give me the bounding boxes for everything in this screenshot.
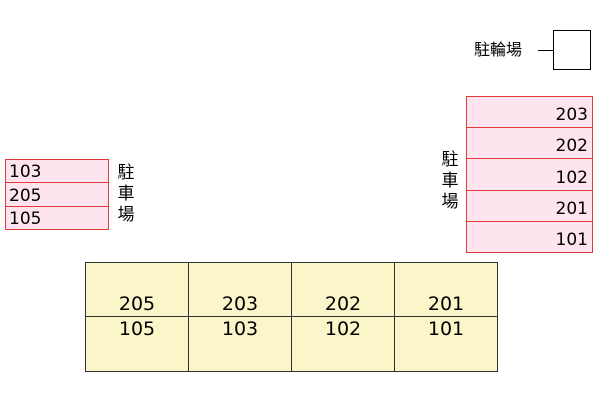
bicycle-parking-area <box>553 30 591 70</box>
unit-lower-floor: 103 <box>221 318 259 340</box>
label-char: 場 <box>441 192 459 212</box>
unit-lower-floor: 105 <box>118 318 156 340</box>
parking-slot: 101 <box>467 220 592 252</box>
parking-slot: 205 <box>6 182 108 205</box>
label-char: 駐 <box>117 163 135 183</box>
unit-upper-floor: 202 <box>292 263 394 317</box>
unit-upper-floor: 205 <box>86 263 188 317</box>
label-char: 車 <box>117 184 135 204</box>
label-char: 場 <box>117 205 135 225</box>
right-parking-slots: 203 202 102 201 101 <box>466 96 593 253</box>
parking-slot: 203 <box>555 105 588 126</box>
parking-slot: 201 <box>467 189 592 221</box>
building-unit-column: 202 102 <box>291 263 394 371</box>
bicycle-parking-leader-line <box>538 50 554 51</box>
parking-slot: 202 <box>467 127 592 158</box>
parking-slot: 102 <box>467 158 592 189</box>
building-unit-column: 201 101 <box>394 263 497 371</box>
left-parking-slots: 103 205 105 <box>5 159 109 230</box>
parking-slot: 103 <box>9 162 42 183</box>
unit-upper-floor: 201 <box>395 263 497 317</box>
unit-lower-floor: 102 <box>324 318 362 340</box>
building-unit-column: 203 103 <box>188 263 291 371</box>
label-char: 駐 <box>441 150 459 170</box>
parking-slot: 105 <box>6 205 108 229</box>
left-parking-label: 駐 車 場 <box>116 163 136 226</box>
label-char: 車 <box>441 171 459 191</box>
apartment-building: 205 105 203 103 202 102 201 101 <box>85 262 498 372</box>
right-parking-label: 駐 車 場 <box>440 150 460 213</box>
building-unit-column: 205 105 <box>86 263 188 371</box>
bicycle-parking-label: 駐輪場 <box>474 40 523 59</box>
unit-upper-floor: 203 <box>189 263 291 317</box>
unit-lower-floor: 101 <box>427 318 465 340</box>
